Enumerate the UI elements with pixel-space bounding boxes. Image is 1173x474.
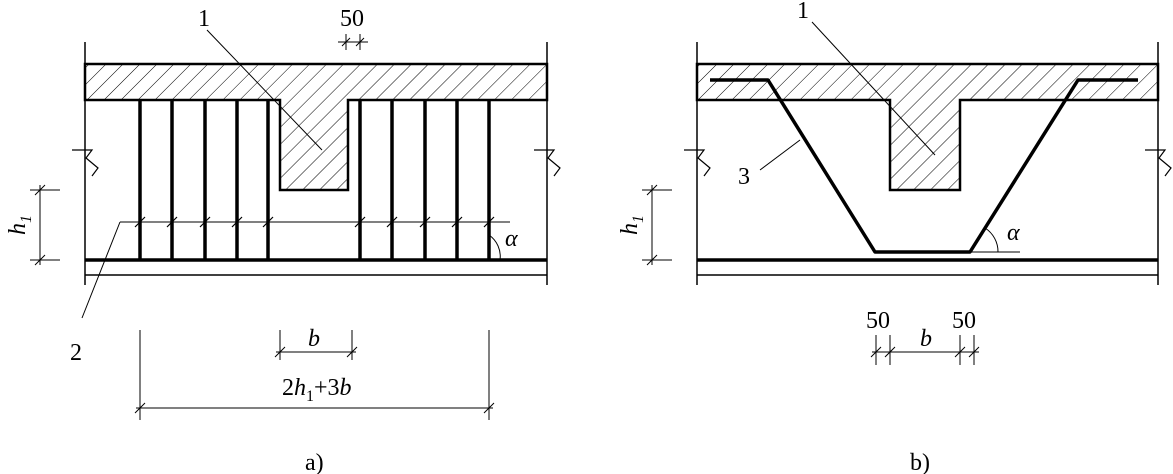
figure-a: α 1 2 50 h1 bbox=[5, 6, 561, 474]
callout-1-leader bbox=[206, 29, 323, 151]
bent-up-bar bbox=[710, 78, 1138, 254]
callout-1-label: 1 bbox=[797, 0, 809, 24]
callout-1-label: 1 bbox=[198, 6, 210, 32]
break-mark-right bbox=[1145, 149, 1172, 177]
angle-arc bbox=[488, 234, 501, 261]
figure-b: α 1 3 h1 50 b 50 bbox=[617, 0, 1172, 474]
angle-label: α bbox=[505, 226, 518, 252]
callout-2-label: 2 bbox=[70, 340, 82, 366]
dim-total bbox=[134, 330, 495, 420]
dim-b-label: b bbox=[308, 326, 320, 352]
angle-arc bbox=[984, 227, 999, 253]
dim-b bbox=[274, 330, 358, 360]
callout-3-leader bbox=[759, 139, 801, 171]
dim-bottom bbox=[870, 335, 980, 365]
dim-h1-label: h1 bbox=[5, 215, 35, 235]
caption-b: b) bbox=[910, 450, 930, 474]
dim-h1 bbox=[30, 184, 60, 266]
dim-50-label: 50 bbox=[340, 6, 364, 32]
break-mark-right bbox=[534, 149, 561, 177]
break-mark-left bbox=[72, 149, 99, 177]
stirrups-right bbox=[358, 100, 491, 260]
dim-h1 bbox=[642, 184, 672, 266]
dim-left-50-label: 50 bbox=[866, 308, 890, 334]
angle-label: α bbox=[1007, 220, 1020, 246]
dim-total-label: 2h1+3b bbox=[282, 375, 352, 405]
stirrups-left bbox=[138, 100, 270, 260]
dim-right-50-label: 50 bbox=[952, 308, 976, 334]
h1-ticks bbox=[134, 216, 495, 228]
callout-1-leader bbox=[811, 21, 936, 156]
dim-b-label: b bbox=[920, 326, 932, 352]
dim-h1-label: h1 bbox=[617, 215, 647, 235]
dim-50-top bbox=[338, 34, 368, 50]
slab-and-column bbox=[83, 62, 549, 192]
caption-a: a) bbox=[305, 450, 324, 474]
slab-and-column bbox=[695, 62, 1160, 192]
callout-3-label: 3 bbox=[738, 164, 750, 190]
break-mark-left bbox=[684, 149, 711, 177]
callout-2-leader bbox=[81, 221, 121, 319]
